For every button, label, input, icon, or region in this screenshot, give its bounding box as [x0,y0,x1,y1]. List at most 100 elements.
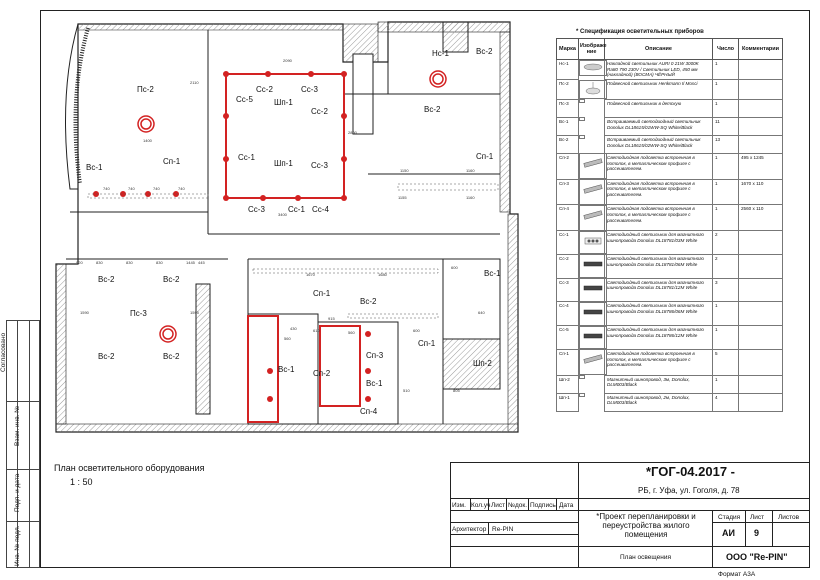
fixture-strip-icon [583,184,603,194]
dim: 640 [478,310,485,315]
label-bc2: Вс-2 [476,47,493,56]
project-code: *ГОГ-04.2017 - [646,464,736,479]
spec-comment [738,134,783,154]
spec-row: Сп-1 Светодиодная подсветка встроенная в … [556,348,783,376]
dim: 2110 [190,80,199,85]
tb-line [506,498,507,510]
light-strips [87,183,499,319]
spec-comment [738,392,783,412]
label-shp1: Шп-1 [274,98,293,107]
pendant-lamps [137,70,447,343]
dim: 510 [403,388,410,393]
dim: 610 [313,328,320,333]
spec-description: Светодиодный светильник для магнитного ш… [604,230,713,255]
author-name: Re-PIN [492,526,514,533]
dim: 830 [96,260,103,265]
spec-row: Шп-2 Магнитный шинопровод, 3м, Donolux, D… [556,374,783,394]
spec-image [579,179,607,205]
label-shp1b: Шп-1 [274,159,293,168]
spec-description: Накладной светильник AURI 0 21W 3000K Ra… [604,58,713,81]
spec-description: Светодиодная подсветка встроенная в пото… [604,348,713,376]
header-doc: №док. [508,502,528,509]
fixture-strip-icon [583,158,603,169]
spec-image [579,393,585,398]
spec-image [579,325,607,350]
label-cc2b: Сс-2 [311,107,328,116]
dim: 2090 [283,58,293,63]
spec-header-comments: Комментарии [738,38,783,60]
dim: 1155 [398,195,407,200]
spec-description: Светодиодная подсветка встроенная в пото… [604,152,713,180]
stage-label: Стадия [718,514,741,521]
spec-comment [738,277,783,303]
side-stamp-divider [7,521,39,522]
tb-line [488,522,489,534]
fixture-round-icon [583,63,603,71]
signature-date-label: Подп. и дата [14,473,21,512]
plan-title: План осветительного оборудования [54,463,205,473]
dim: 830 [156,260,163,265]
dim: 1160 [466,168,475,173]
spec-description: Встраиваемый светодиодный светильник Don… [604,134,713,154]
label-cc4: Сс-4 [312,205,329,214]
dim: 1150 [400,168,409,173]
spec-comment [738,301,783,327]
fixture-strip-icon [583,210,603,220]
side-stamp-divider [17,321,18,567]
spec-quantity: 4 [712,392,739,412]
spec-mark: Сп-4 [556,204,579,232]
side-stamp [6,320,40,568]
label-cc1b: Сс-1 [288,205,305,214]
spec-description: Магнитный шинопровод, 3м, Donolux, DLM00… [604,374,713,394]
spec-quantity: 1 [712,325,739,350]
sheets-label: Листов [778,514,800,521]
spec-quantity: 1 [712,374,739,394]
dim: 920 [76,260,83,265]
track-spots [93,71,371,402]
room-labels: Пс-2 Вс-1 Сп-1 Сс-2 Сс-5 Шп-1 Сс-3 Сс-2 … [86,47,501,416]
spec-image [579,301,607,326]
spec-image [579,153,607,180]
dim: 430 [290,326,297,331]
label-sp1b: Сп-1 [476,152,494,161]
spec-mark: Сп-1 [556,348,579,376]
spec-header-image: Изображе ние [578,38,607,60]
tb-line [470,498,471,510]
spec-quantity: 2 [712,253,739,279]
header-date: Дата [559,502,574,509]
sheet-label: Лист [750,514,765,521]
label-bc2f: Вс-2 [163,352,180,361]
spec-quantity: 1 [712,178,739,206]
dim: 2800 [348,130,358,135]
label-sp2: Сп-2 [313,369,331,378]
spec-comment [738,58,783,81]
drawing-frame [40,10,810,568]
spec-image [579,99,585,104]
fixture-strip-icon [583,354,603,364]
spec-row: Сп-4 Светодиодная подсветка встроенная в … [556,204,783,232]
project-address: РБ, г. Уфа, ул. Гоголя, д. 78 [638,486,740,495]
spec-comment [738,230,783,255]
dim: 445 [198,260,205,265]
spec-comment [738,98,783,118]
label-bc1: Вс-1 [86,163,103,172]
label-sp1: Сп-1 [163,157,181,166]
tb-line [450,498,810,499]
spec-mark: Шп-2 [556,374,579,394]
dim: 1590 [80,310,90,315]
spec-description: Светодиодный светильник для магнитного ш… [604,325,713,350]
spec-mark: Сс-5 [556,325,579,350]
dim: 740 [153,186,160,191]
project-name: *Проект перепланировки и переустройства … [596,512,696,540]
label-bc2b: Вс-2 [424,105,441,114]
spec-description: Светодиодная подсветка встроенная в пото… [604,204,713,232]
spec-mark: Сс-4 [556,301,579,327]
